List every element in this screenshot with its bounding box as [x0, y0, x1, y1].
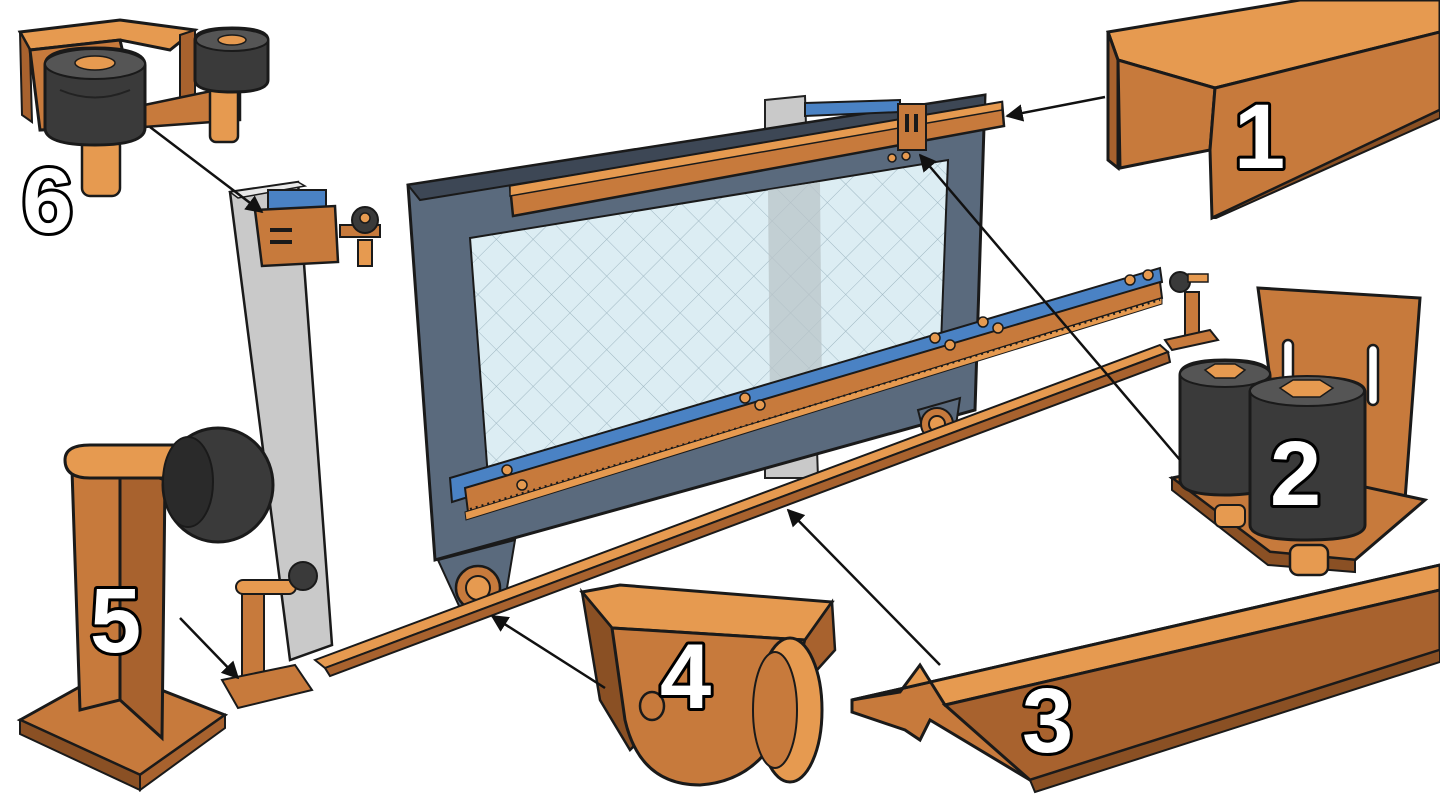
callout-number-1: 1 [1234, 86, 1285, 188]
top-bracket-slot [914, 114, 918, 132]
detail-guide-roller-bracket [1168, 286, 1429, 577]
gate-top-channel-face [509, 101, 1003, 197]
detail-top-roller-catcher [17, 18, 270, 198]
post-stopper-arm [235, 579, 297, 595]
arrow-3 [786, 508, 941, 666]
arrow-4 [490, 614, 606, 690]
post-stopper-base [220, 663, 314, 710]
gate-assembly [312, 93, 1220, 678]
callout-numbers: 1 2 3 4 5 6 [19, 83, 1324, 775]
ground-rail-track [312, 343, 1172, 678]
post-catcher-slot [270, 240, 292, 244]
left-post-assembly [220, 180, 381, 710]
top-bracket-roller [901, 151, 911, 161]
callout-arrows [149, 95, 1181, 690]
detail-end-stopper [16, 426, 275, 792]
gate-glass-post-shadow [768, 182, 822, 412]
callout-number-5: 5 [90, 570, 141, 672]
callout-number-4: 4 [660, 626, 711, 728]
post-stopper-bumper [288, 561, 318, 591]
arrow-1 [1005, 95, 1106, 122]
detail-top-guide-channel [1105, 0, 1440, 221]
callout-number-6: 6 [22, 150, 73, 252]
arrow-2 [918, 153, 1181, 461]
top-bracket-roller [887, 153, 897, 163]
arrow-6 [149, 126, 264, 214]
detail-ground-rail [850, 563, 1440, 794]
far-end-stopper [1163, 271, 1220, 352]
top-bracket-plate [897, 103, 927, 151]
callout-number-2: 2 [1270, 423, 1321, 525]
top-blue-bar [804, 98, 901, 118]
post-catcher-pin [357, 239, 373, 267]
callout-number-3: 3 [1022, 670, 1073, 772]
arrow-5 [179, 617, 240, 680]
post-stopper-column [241, 589, 265, 681]
post-catcher-slot [270, 228, 292, 232]
detail-grooved-wheel [579, 583, 837, 787]
post-catcher-bracket [253, 204, 340, 268]
top-bracket-slot [905, 114, 909, 132]
gear-rack [448, 266, 1164, 521]
